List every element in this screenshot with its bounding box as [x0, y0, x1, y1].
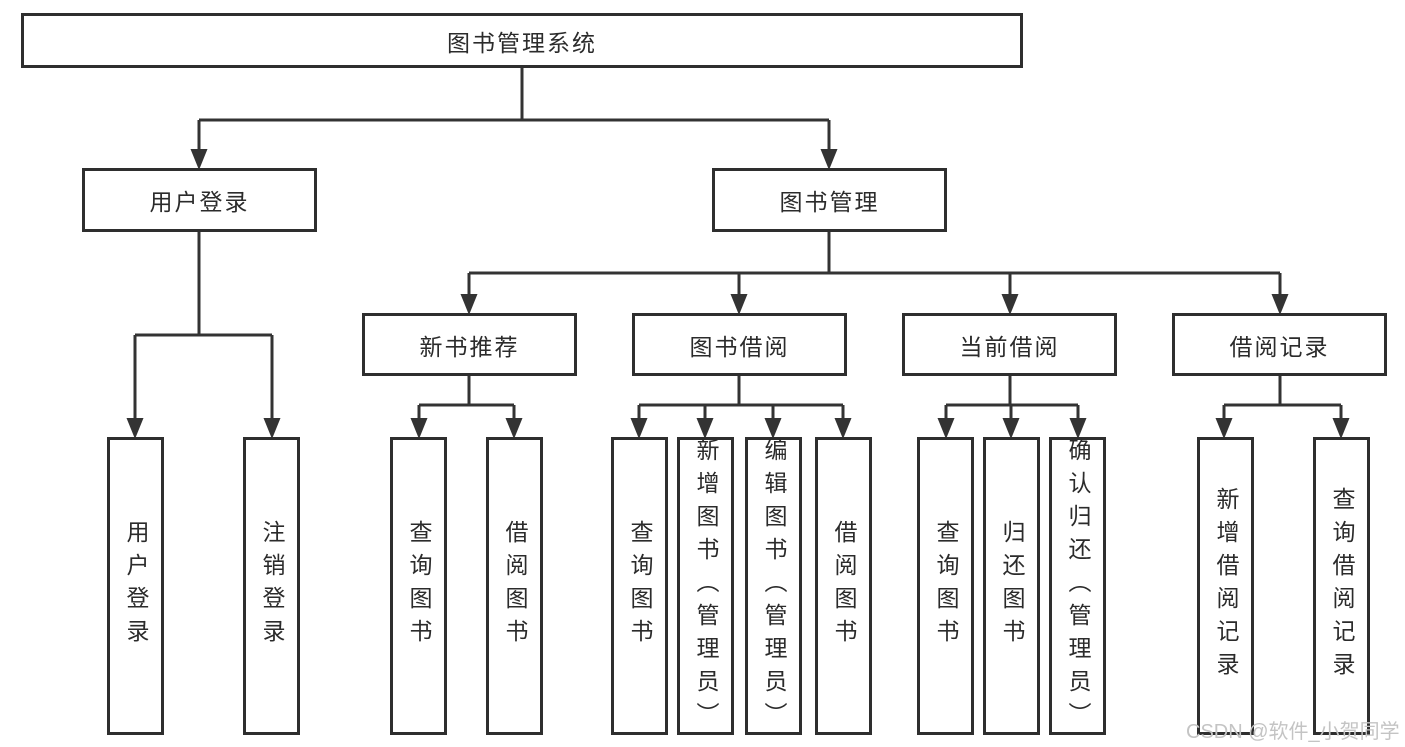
leaf-confirm-return-admin-label: 确认归还（管理员） — [1065, 437, 1091, 735]
leaf-borrow-book-label: 借阅图书 — [831, 520, 857, 652]
leaf-add-book-admin: 新增图书（管理员） — [677, 437, 734, 735]
leaf-query-borrow-record-label: 查询借阅记录 — [1329, 487, 1355, 685]
leaf-return-book: 归还图书 — [983, 437, 1040, 735]
node-borrow-records-label: 借阅记录 — [1229, 333, 1330, 360]
leaf-query-book-current-label: 查询图书 — [933, 520, 959, 652]
node-book-borrow-label: 图书借阅 — [689, 333, 790, 360]
node-user-login-group-label: 用户登录 — [149, 189, 250, 215]
leaf-logout-label: 注销登录 — [259, 520, 285, 652]
node-root: 图书管理系统 — [21, 13, 1023, 68]
leaf-edit-book-admin: 编辑图书（管理员） — [745, 437, 802, 735]
leaf-add-book-admin-label: 新增图书（管理员） — [693, 437, 719, 735]
node-root-label: 图书管理系统 — [447, 29, 597, 56]
leaf-query-book-current: 查询图书 — [917, 437, 974, 735]
node-user-login-group: 用户登录 — [82, 168, 317, 232]
leaf-logout: 注销登录 — [243, 437, 300, 735]
leaf-edit-book-admin-label: 编辑图书（管理员） — [761, 437, 787, 735]
leaf-query-book-borrow-label: 查询图书 — [627, 520, 653, 652]
leaf-borrow-book-recommend-label: 借阅图书 — [502, 520, 528, 652]
leaf-confirm-return-admin: 确认归还（管理员） — [1049, 437, 1106, 735]
leaf-query-book-recommend-label: 查询图书 — [406, 520, 432, 652]
node-book-management: 图书管理 — [712, 168, 947, 232]
leaf-query-book-recommend: 查询图书 — [390, 437, 447, 735]
node-book-management-label: 图书管理 — [779, 189, 880, 215]
node-current-borrow: 当前借阅 — [902, 313, 1117, 376]
leaf-query-borrow-record: 查询借阅记录 — [1313, 437, 1370, 735]
watermark: CSDN @软件_小贺同学 — [1186, 721, 1400, 743]
arrowheads — [126, 149, 1350, 439]
leaf-borrow-book-recommend: 借阅图书 — [486, 437, 543, 735]
leaf-borrow-book: 借阅图书 — [815, 437, 872, 735]
node-book-borrow: 图书借阅 — [632, 313, 847, 376]
leaf-query-book-borrow: 查询图书 — [611, 437, 668, 735]
node-current-borrow-label: 当前借阅 — [959, 333, 1060, 360]
leaf-user-login: 用户登录 — [107, 437, 164, 735]
leaf-user-login-label: 用户登录 — [123, 520, 149, 652]
node-borrow-records: 借阅记录 — [1172, 313, 1387, 376]
leaf-add-borrow-record: 新增借阅记录 — [1197, 437, 1254, 735]
node-new-book-recommend: 新书推荐 — [362, 313, 577, 376]
leaf-add-borrow-record-label: 新增借阅记录 — [1213, 487, 1239, 685]
leaf-return-book-label: 归还图书 — [999, 520, 1025, 652]
node-new-book-recommend-label: 新书推荐 — [419, 333, 520, 360]
